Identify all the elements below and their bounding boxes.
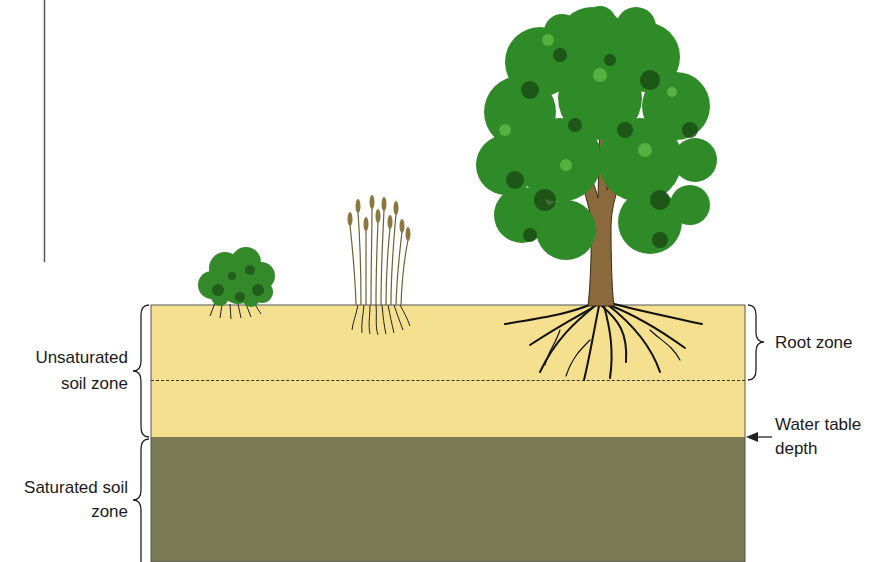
- leaf-cluster: [544, 14, 580, 50]
- shade-spot: [640, 70, 660, 90]
- pointer-line: [756, 436, 772, 437]
- highlight-spot: [542, 34, 554, 46]
- stem: [386, 228, 390, 305]
- stem: [381, 210, 384, 305]
- leaf-cluster: [673, 138, 717, 182]
- leaf-cluster: [198, 271, 226, 299]
- leaf-cluster: [610, 22, 680, 92]
- shade-spot: [523, 228, 537, 242]
- leaf-cluster: [670, 185, 710, 225]
- leaf-cluster: [536, 200, 596, 260]
- leaf-cluster: [476, 135, 536, 195]
- leaf-cluster: [494, 187, 550, 243]
- stem: [371, 208, 372, 305]
- tree-crown: [476, 6, 717, 260]
- soil-outline: [151, 305, 745, 562]
- arrow-head: [746, 432, 758, 442]
- shrub-shade: [212, 265, 264, 302]
- highlight-spot: [560, 159, 572, 171]
- seed-head: [356, 199, 361, 213]
- zone-label: Saturated soil zone: [6, 476, 128, 524]
- stem: [365, 230, 366, 305]
- stem: [350, 225, 356, 305]
- leaf-cluster: [518, 118, 602, 202]
- seed-head: [388, 215, 393, 229]
- leaf-cluster: [557, 7, 627, 77]
- leaf-cluster: [211, 288, 229, 306]
- soil-zone-band: Unsaturated soil zoneRoot zone: [151, 305, 745, 437]
- shade-spot: [617, 122, 633, 138]
- zone-brace: [748, 305, 764, 380]
- stem: [358, 212, 361, 305]
- leaf-cluster: [616, 7, 656, 47]
- shade-spot: [568, 118, 582, 132]
- tree-shade: [506, 48, 698, 248]
- highlight-spot: [499, 124, 511, 136]
- seed-head: [348, 212, 353, 226]
- stem: [401, 240, 408, 305]
- leaf-cluster: [231, 247, 261, 277]
- seed-head: [370, 195, 375, 209]
- zone-label: Root zone: [775, 331, 875, 355]
- seed-head: [376, 209, 381, 223]
- tree-trunk: [568, 118, 636, 306]
- zone-brace: [133, 439, 149, 562]
- shade-spot: [252, 284, 264, 296]
- seed-head: [400, 219, 405, 233]
- leaf-cluster: [584, 6, 616, 38]
- braces: [133, 305, 764, 562]
- shade-spot: [534, 189, 556, 211]
- leaf-cluster: [505, 27, 575, 97]
- shrub-leaves: [198, 247, 275, 307]
- stem: [396, 232, 402, 305]
- leaf-cluster: [209, 252, 241, 284]
- tree-highlights: [499, 34, 677, 171]
- seed-head: [406, 227, 411, 241]
- highlight-spot: [667, 87, 677, 97]
- highlight-spot: [638, 143, 652, 157]
- highlight-spot: [593, 68, 607, 82]
- zone-brace: [133, 305, 149, 437]
- shade-spot: [682, 122, 698, 138]
- shade-spot: [604, 54, 616, 66]
- shade-spot: [506, 171, 524, 189]
- seed-head: [364, 217, 369, 231]
- zone-label: Unsaturated soil zone: [6, 345, 128, 397]
- shade-spot: [650, 190, 670, 210]
- leaf-cluster: [251, 281, 273, 303]
- margin-rule: [44, 0, 46, 262]
- water-table-pointer: [746, 432, 772, 442]
- water-table-label: Water table depth: [775, 413, 875, 461]
- stem: [376, 222, 378, 305]
- leaf-cluster: [221, 270, 255, 304]
- leaf-cluster: [558, 56, 642, 140]
- soil-zone-band: Saturated soil zone: [151, 437, 745, 562]
- grass-stems: [350, 208, 408, 305]
- seed-head: [394, 201, 399, 215]
- leaf-cluster: [618, 190, 682, 254]
- shade-spot: [652, 232, 668, 248]
- leaf-cluster: [598, 118, 682, 202]
- root-zone-band: Root zone: [151, 305, 745, 381]
- seed-head: [382, 197, 387, 211]
- shade-spot: [235, 292, 245, 302]
- stem: [391, 214, 396, 305]
- grass-seedheads: [348, 195, 411, 241]
- shade-spot: [212, 284, 224, 296]
- shade-spot: [245, 265, 255, 275]
- shade-spot: [521, 81, 539, 99]
- leaf-cluster: [484, 76, 556, 148]
- shade-spot: [228, 272, 236, 280]
- leaf-cluster: [642, 72, 710, 140]
- shade-spot: [553, 48, 567, 62]
- leaf-cluster: [247, 262, 275, 290]
